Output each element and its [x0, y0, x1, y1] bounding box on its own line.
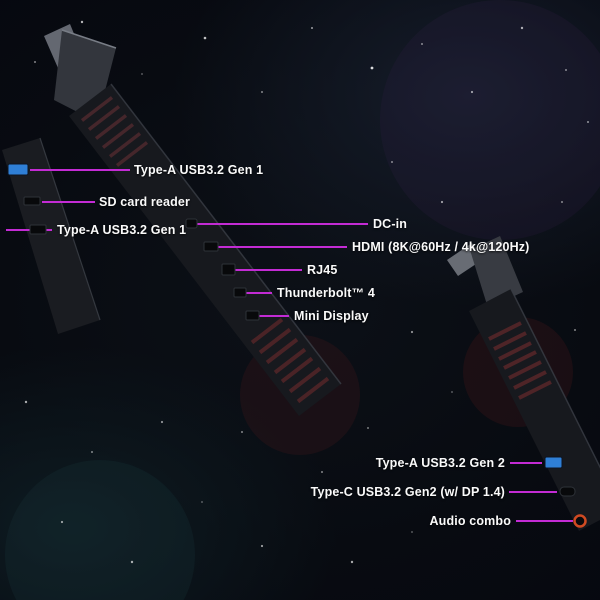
port-label-sd-card-reader: SD card reader	[99, 195, 191, 209]
nebula-glow-purple	[380, 0, 600, 240]
port-label-usb-a-gen1-1: Type-A USB3.2 Gen 1	[134, 163, 264, 177]
sd-card-slot-icon	[23, 196, 41, 206]
port-label-usb-c-gen2: Type-C USB3.2 Gen2 (w/ DP 1.4)	[310, 485, 505, 499]
usb-a-gen1-port-2-icon	[29, 224, 47, 235]
vent-grille-left-bottom	[250, 317, 330, 404]
laptop-right-chassis-band	[469, 289, 600, 531]
usb-a-gen1-port-icon	[7, 163, 29, 176]
hdmi-port-icon	[203, 241, 219, 252]
rj45-port-icon	[221, 263, 236, 276]
laptop-left-screen-edge-highlight	[61, 29, 117, 49]
port-label-usb-a-gen2: Type-A USB3.2 Gen 2	[375, 456, 505, 470]
laptop-right	[447, 236, 600, 531]
laptop-left-side-edge-highlight	[39, 137, 101, 321]
mini-display-port-icon	[245, 310, 260, 321]
laptop-left-chassis-top-edge	[110, 83, 342, 385]
laptop-left	[2, 24, 342, 416]
port-label-usb-a-gen1-2: Type-A USB3.2 Gen 1	[57, 223, 187, 237]
port-label-dc-in: DC-in	[373, 217, 408, 231]
port-label-rj45: RJ45	[307, 263, 338, 277]
usb-ports-blue	[7, 163, 563, 469]
laptop-left-side-band	[2, 138, 100, 334]
usb-a-gen2-port-icon	[544, 456, 563, 469]
vent-grille-right	[488, 321, 552, 400]
port-label-mini-display: Mini Display	[294, 309, 369, 323]
vent-grille-left-top	[80, 96, 149, 167]
audio-combo-jack-icon	[573, 514, 587, 528]
laptop-right-chassis-top-edge	[510, 288, 600, 469]
starfield	[24, 20, 589, 564]
port-label-thunderbolt-4: Thunderbolt™ 4	[277, 286, 375, 300]
nebula-glow-teal	[5, 460, 195, 600]
port-label-audio-combo: Audio combo	[429, 514, 511, 528]
dc-in-port-icon	[185, 218, 198, 229]
dark-ports	[23, 196, 576, 497]
usb-c-port-icon	[559, 486, 576, 497]
thunderbolt-4-port-icon	[233, 287, 247, 298]
port-label-hdmi: HDMI (8K@60Hz / 4k@120Hz)	[352, 240, 530, 254]
